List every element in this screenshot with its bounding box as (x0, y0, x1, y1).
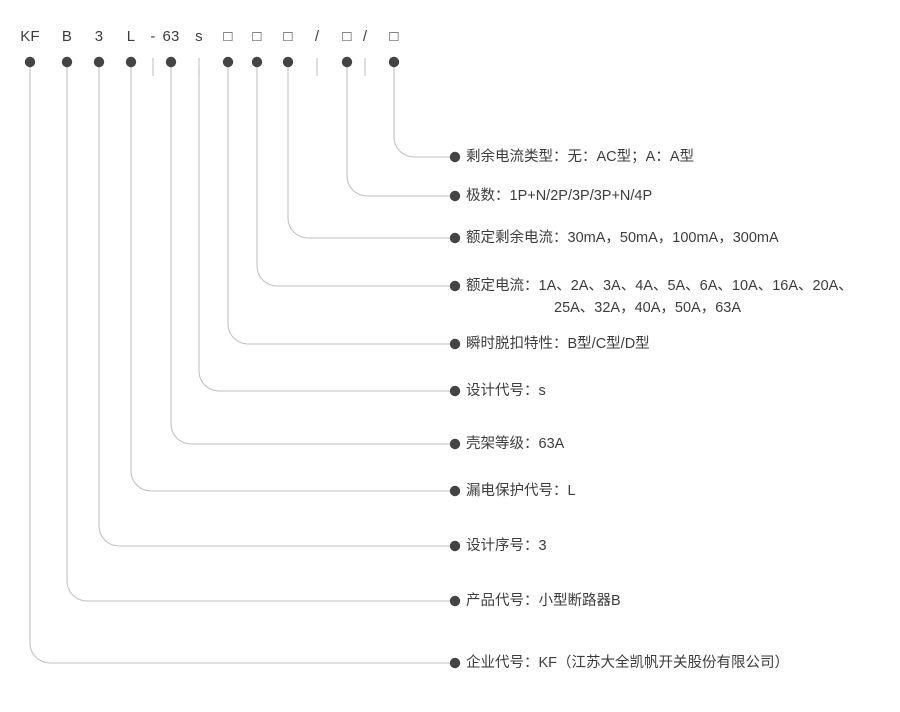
label-text-enterprise-code: 企业代号：KF（江苏大全凯帆开关股份有限公司） (466, 655, 790, 671)
leader-line-earth-leakage-protection-code (130, 67, 455, 492)
label-dot-rated-current (449, 280, 461, 292)
model-char-dot-13 (388, 56, 400, 68)
label-residual-current-type: 剩余电流类型：无：AC型；A：A型 (466, 146, 694, 168)
label-rated-residual-current: 额定剩余电流：30mA，50mA，100mA，300mA (466, 227, 779, 249)
leader-line-frame-rating (170, 67, 455, 445)
model-char-dot-9 (282, 56, 294, 68)
label-dot-residual-current-type (449, 151, 461, 163)
label-enterprise-code: 企业代号：KF（江苏大全凯帆开关股份有限公司） (466, 652, 789, 674)
model-char-dot-3 (125, 56, 137, 68)
model-char-7: □ (223, 28, 233, 45)
label-text-frame-rating: 壳架等级：63A (466, 436, 565, 452)
label-text-earth-leakage-protection-code: 漏电保护代号：L (466, 483, 576, 499)
label-dot-enterprise-code (449, 657, 461, 669)
model-char-9: □ (283, 28, 293, 45)
model-char-3: L (126, 28, 136, 45)
label-dot-product-code (449, 595, 461, 607)
model-char-8: □ (252, 28, 262, 45)
label-text-rated-residual-current: 额定剩余电流：30mA，50mA，100mA，300mA (466, 230, 779, 246)
label-pole-number: 极数：1P+N/2P/3P/3P+N/4P (466, 185, 652, 207)
model-char-13: □ (389, 28, 399, 45)
label-text-product-code: 产品代号：小型断路器B (466, 593, 621, 609)
label-text-pole-number: 极数：1P+N/2P/3P/3P+N/4P (466, 188, 653, 204)
label-text-rated-current: 额定电流：1A、2A、3A、4A、5A、6A、10A、16A、20A、 (466, 278, 853, 294)
leader-line-instantaneous-trip-characteristic (227, 67, 455, 345)
label-dot-earth-leakage-protection-code (449, 485, 461, 497)
label-design-code: 设计代号：s (466, 380, 546, 402)
model-char-dot-2 (93, 56, 105, 68)
model-char-10: / (314, 28, 320, 45)
label-dot-design-serial-number (449, 540, 461, 552)
leader-line-enterprise-code (29, 67, 455, 664)
model-char-dot-5 (165, 56, 177, 68)
model-char-11: □ (342, 28, 352, 45)
model-char-1: B (61, 28, 73, 45)
model-char-dot-1 (61, 56, 73, 68)
label-text-instantaneous-trip-characteristic: 瞬时脱扣特性：B型/C型/D型 (466, 336, 650, 352)
model-char-12: / (362, 28, 368, 45)
model-char-dot-8 (251, 56, 263, 68)
label-product-code: 产品代号：小型断路器B (466, 590, 621, 612)
label-dot-rated-residual-current (449, 232, 461, 244)
leader-line-design-code (198, 67, 455, 392)
label-instantaneous-trip-characteristic: 瞬时脱扣特性：B型/C型/D型 (466, 333, 650, 355)
label-text-line2-rated-current: 25A、32A，40A，50A，63A (554, 300, 741, 316)
label-text-residual-current-type: 剩余电流类型：无：AC型；A：A型 (466, 149, 694, 165)
label-design-serial-number: 设计序号：3 (466, 535, 547, 557)
model-char-6: s (195, 28, 203, 45)
label-text-design-code: 设计代号：s (466, 383, 546, 399)
model-char-5: 63 (162, 28, 180, 45)
leader-line-rated-current (256, 67, 455, 287)
label-dots (449, 151, 461, 669)
label-text-design-serial-number: 设计序号：3 (466, 538, 547, 554)
label-frame-rating: 壳架等级：63A (466, 433, 564, 455)
leader-line-design-serial-number (98, 67, 455, 547)
model-char-dot-7 (222, 56, 234, 68)
model-char-2: 3 (94, 28, 104, 45)
leader-line-rated-residual-current (287, 67, 455, 239)
model-char-dot-11 (341, 56, 353, 68)
label-earth-leakage-protection-code: 漏电保护代号：L (466, 480, 576, 502)
label-rated-current: 额定电流：1A、2A、3A、4A、5A、6A、10A、16A、20A、 25A、3… (466, 275, 853, 319)
leader-line-product-code (66, 67, 455, 602)
stem-dots (24, 56, 400, 76)
model-char-4: - (150, 28, 156, 45)
label-dot-frame-rating (449, 438, 461, 450)
model-char-dot-0 (24, 56, 36, 68)
label-dot-design-code (449, 385, 461, 397)
model-char-0: KF (20, 28, 40, 45)
label-dot-pole-number (449, 190, 461, 202)
leader-line-residual-current-type (393, 67, 455, 158)
leader-line-pole-number (346, 67, 455, 197)
label-dot-instantaneous-trip-characteristic (449, 338, 461, 350)
